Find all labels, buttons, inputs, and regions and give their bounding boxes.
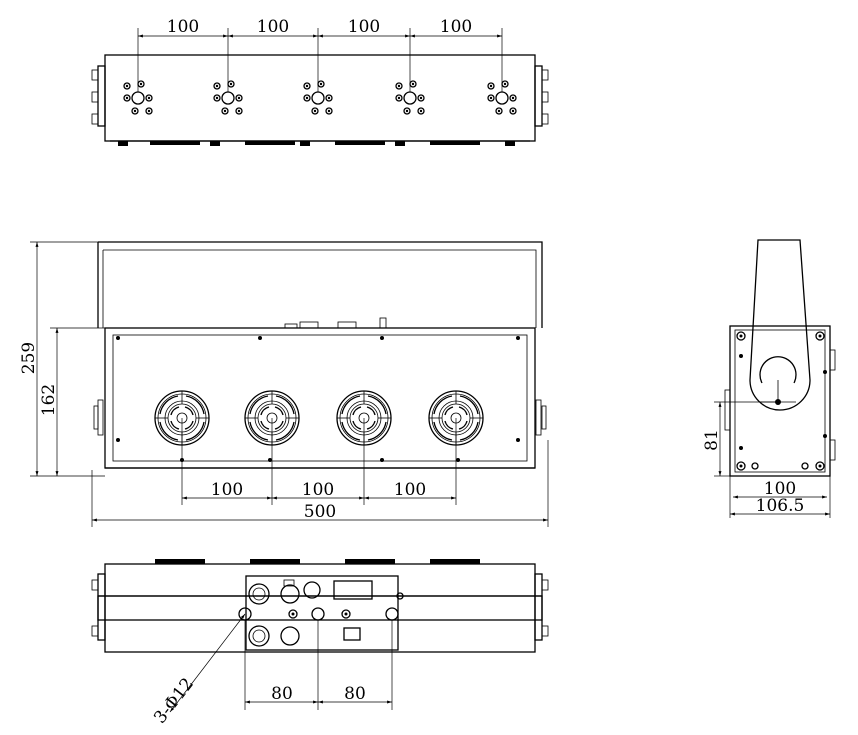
mount-hole-3: [385, 607, 399, 621]
fan-dim-2: 100: [302, 480, 334, 500]
bottom-dim-2: 80: [344, 684, 366, 704]
bottom-dim-1: 80: [271, 684, 293, 704]
fan-dim-1: 100: [211, 480, 243, 500]
bottom-view: 80 80 3-Φ12: [91, 559, 549, 728]
mount-hole-2: [311, 607, 325, 621]
width-dim: 500: [304, 502, 336, 522]
top-dim-2: 100: [257, 17, 289, 37]
pivot-height-dim: 81: [702, 429, 722, 451]
top-dim-4: 100: [440, 17, 472, 37]
front-housing: [104, 327, 536, 469]
side-outer-width-dim: 106.5: [756, 496, 805, 516]
hole-callout: 3-Φ12: [150, 674, 198, 727]
side-inner-width-dim: 100: [764, 479, 796, 499]
top-housing: [104, 54, 536, 142]
top-dim-1: 100: [167, 17, 199, 37]
fan-dim-3: 100: [394, 480, 426, 500]
height-body-dim: 162: [39, 384, 59, 416]
top-view: 100 100 100 100: [91, 17, 549, 146]
front-view: 100 100 100 500 259 162: [19, 241, 549, 527]
top-dim-3: 100: [348, 17, 380, 37]
side-view: 81 100 106.5: [702, 239, 836, 518]
height-overall-dim: 259: [19, 342, 39, 374]
